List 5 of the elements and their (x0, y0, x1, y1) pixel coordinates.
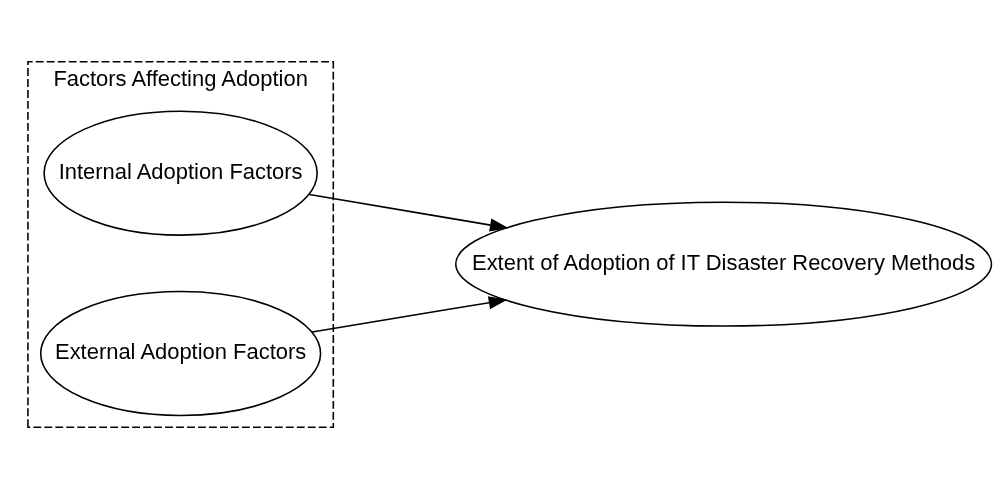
node-ellipse: Extent of Adoption of IT Disaster Recovery Methods (455, 201, 993, 327)
node-ellipse: External Adoption Factors (39, 290, 322, 417)
arrow (311, 296, 508, 333)
arrow (308, 193, 509, 232)
node-ellipse: Internal Adoption Factors (43, 110, 318, 236)
